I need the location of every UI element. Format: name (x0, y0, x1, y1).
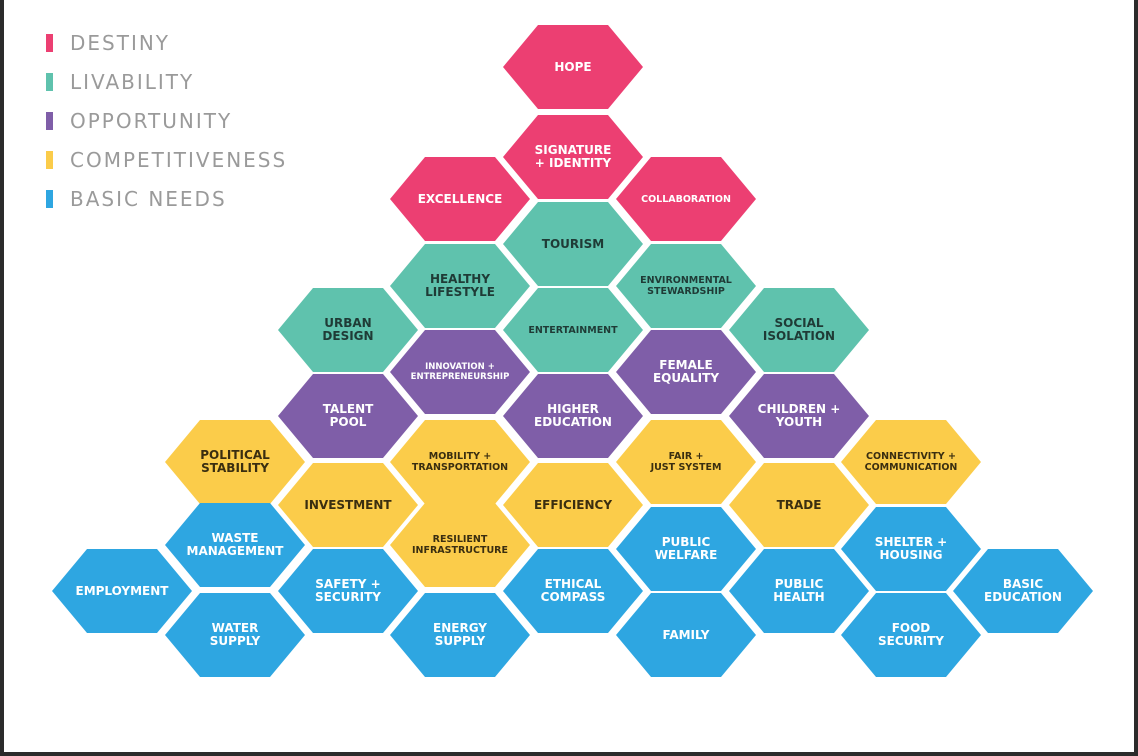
legend-swatch-livability (46, 72, 53, 91)
hexagon-collaboration: COLLABORATION (616, 157, 756, 241)
legend-item-livability: LIVABILITY (46, 62, 287, 101)
hexagon-mobility-transportation: MOBILITY + TRANSPORTATION (390, 420, 530, 504)
hexagon-basic-education: BASIC EDUCATION (953, 549, 1093, 633)
hexagon-public-health: PUBLIC HEALTH (729, 549, 869, 633)
hexagon-connectivity-communication: CONNECTIVITY + COMMUNICATION (841, 420, 981, 504)
legend-item-opportunity: OPPORTUNITY (46, 101, 287, 140)
hexagon-fair-just-system: FAIR + JUST SYSTEM (616, 420, 756, 504)
legend-item-destiny: DESTINY (46, 23, 287, 62)
hexagon-innovation-entrepreneurship: INNOVATION + ENTREPRENEURSHIP (390, 330, 530, 414)
diagram-canvas: DESTINY LIVABILITY OPPORTUNITY COMPETITI… (4, 0, 1134, 752)
hexagon-tourism: TOURISM (503, 202, 643, 286)
legend-label-opportunity: OPPORTUNITY (70, 108, 233, 133)
legend: DESTINY LIVABILITY OPPORTUNITY COMPETITI… (46, 23, 287, 218)
hexagon-environmental-stewardship: ENVIRONMENTAL STEWARDSHIP (616, 244, 756, 328)
hexagon-family: FAMILY (616, 593, 756, 677)
hexagon-female-equality: FEMALE EQUALITY (616, 330, 756, 414)
hexagon-energy-supply: ENERGY SUPPLY (390, 593, 530, 677)
legend-label-competitiveness: COMPETITIVENESS (70, 147, 288, 172)
legend-label-basic-needs: BASIC NEEDS (70, 186, 227, 211)
hexagon-urban-design: URBAN DESIGN (278, 288, 418, 372)
hexagon-public-welfare: PUBLIC WELFARE (616, 507, 756, 591)
legend-label-livability: LIVABILITY (70, 69, 195, 94)
hexagon-investment: INVESTMENT (278, 463, 418, 547)
hexagon-children-youth: CHILDREN + YOUTH (729, 374, 869, 458)
hexagon-trade: TRADE (729, 463, 869, 547)
hexagon-higher-education: HIGHER EDUCATION (503, 374, 643, 458)
hexagon-signature-identity: SIGNATURE + IDENTITY (503, 115, 643, 199)
legend-item-basic-needs: BASIC NEEDS (46, 179, 287, 218)
legend-swatch-destiny (46, 33, 53, 52)
hexagon-social-isolation: SOCIAL ISOLATION (729, 288, 869, 372)
hexagon-political-stability: POLITICAL STABILITY (165, 420, 305, 504)
hexagon-ethical-compass: ETHICAL COMPASS (503, 549, 643, 633)
hexagon-food-security: FOOD SECURITY (841, 593, 981, 677)
hexagon-resilient-infrastructure: RESILIENT INFRASTRUCTURE (390, 503, 530, 587)
legend-swatch-basic-needs (46, 189, 53, 208)
hexagon-entertainment: ENTERTAINMENT (503, 288, 643, 372)
hexagon-hope: HOPE (503, 25, 643, 109)
hexagon-employment: EMPLOYMENT (52, 549, 192, 633)
legend-item-competitiveness: COMPETITIVENESS (46, 140, 287, 179)
hexagon-efficiency: EFFICIENCY (503, 463, 643, 547)
hexagon-excellence: EXCELLENCE (390, 157, 530, 241)
hexagon-waste-management: WASTE MANAGEMENT (165, 503, 305, 587)
hexagon-safety-security: SAFETY + SECURITY (278, 549, 418, 633)
hexagon-shelter-housing: SHELTER + HOUSING (841, 507, 981, 591)
legend-swatch-competitiveness (46, 150, 53, 169)
hexagon-talent-pool: TALENT POOL (278, 374, 418, 458)
legend-swatch-opportunity (46, 111, 53, 130)
hexagon-healthy-lifestyle: HEALTHY LIFESTYLE (390, 244, 530, 328)
legend-label-destiny: DESTINY (70, 30, 171, 55)
hexagon-water-supply: WATER SUPPLY (165, 593, 305, 677)
